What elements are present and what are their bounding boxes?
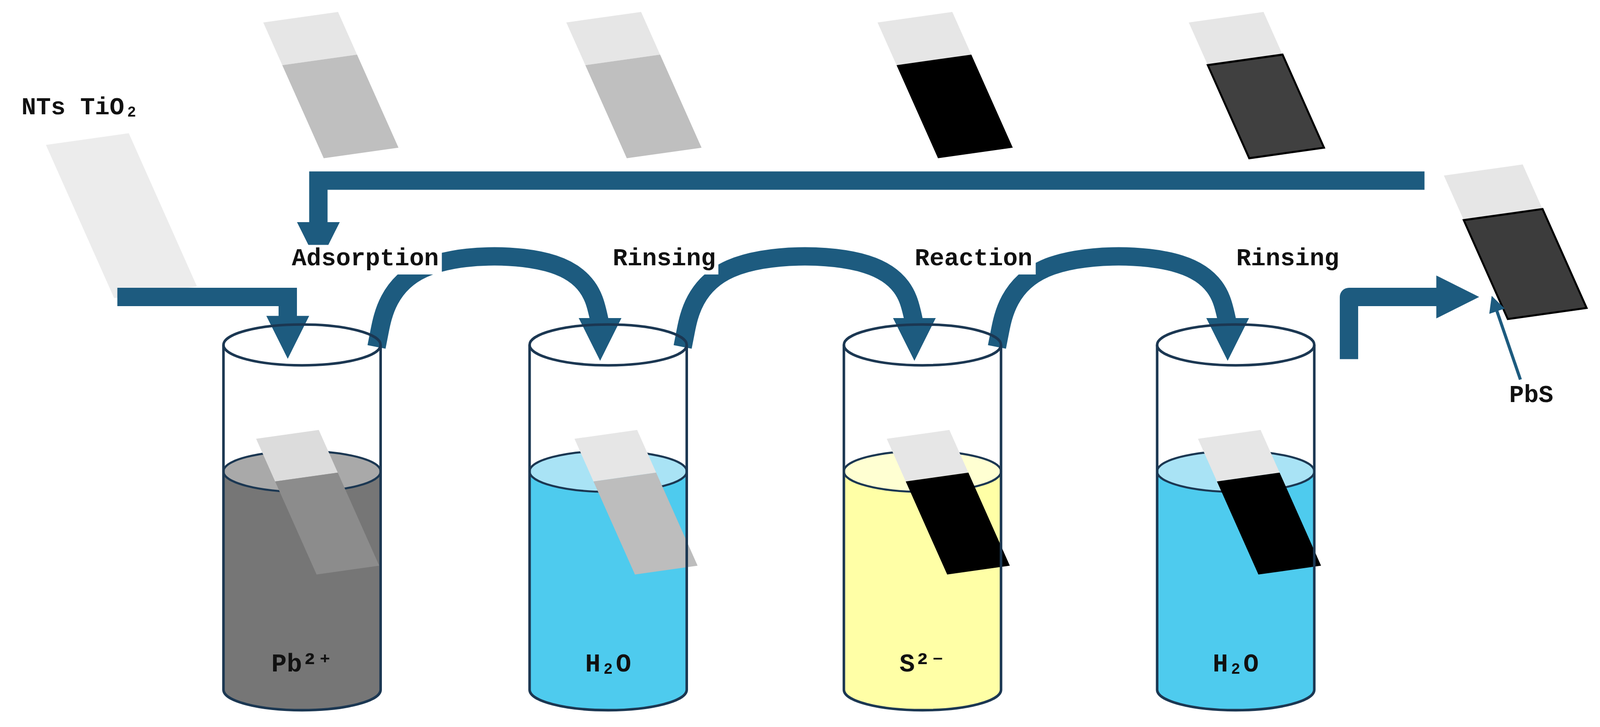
beaker: Pb²⁺ (221, 322, 383, 715)
cycle-arrow (318, 180, 1425, 231)
slide-reacted (877, 11, 1013, 159)
solution-label: S²⁻ (899, 648, 946, 680)
pbs-slide (1443, 164, 1587, 319)
beaker-rim (1157, 324, 1315, 366)
slide-rinsed (566, 11, 702, 159)
slide-adsorbed (263, 11, 399, 159)
beaker-rim (223, 324, 381, 366)
beaker-wall (844, 344, 1002, 711)
solution-label: H₂O (585, 649, 632, 680)
substrate-slide (886, 430, 1010, 575)
beaker: H₂O (527, 322, 689, 715)
substrate-slide (256, 430, 380, 575)
step-label: Adsorption (288, 245, 442, 275)
solution-label: Pb²⁺ (271, 648, 333, 680)
leader-line (1495, 307, 1521, 380)
slide-final-rinse (1188, 11, 1325, 159)
substrate-slide (1197, 430, 1321, 575)
solution-label: H₂O (1212, 649, 1259, 680)
substrate-label: NTs TiO₂ (18, 94, 142, 124)
substrate-slide (574, 430, 698, 575)
beaker-rim (844, 324, 1002, 366)
beaker-rim (529, 324, 687, 366)
tio2-slide (45, 133, 197, 298)
beaker-wall (1157, 344, 1315, 711)
product-label: PbS (1505, 381, 1556, 411)
step-label: Rinsing (1233, 245, 1343, 275)
beaker: S²⁻ (841, 322, 1003, 715)
solution (223, 451, 381, 711)
beaker-wall (223, 344, 381, 711)
step-label: Rinsing (609, 245, 719, 275)
step-label: Reaction (911, 245, 1035, 275)
output-arrow (1348, 296, 1445, 360)
beaker-wall (529, 344, 687, 711)
input-arrow (117, 296, 288, 325)
beaker: H₂O (1155, 322, 1317, 715)
